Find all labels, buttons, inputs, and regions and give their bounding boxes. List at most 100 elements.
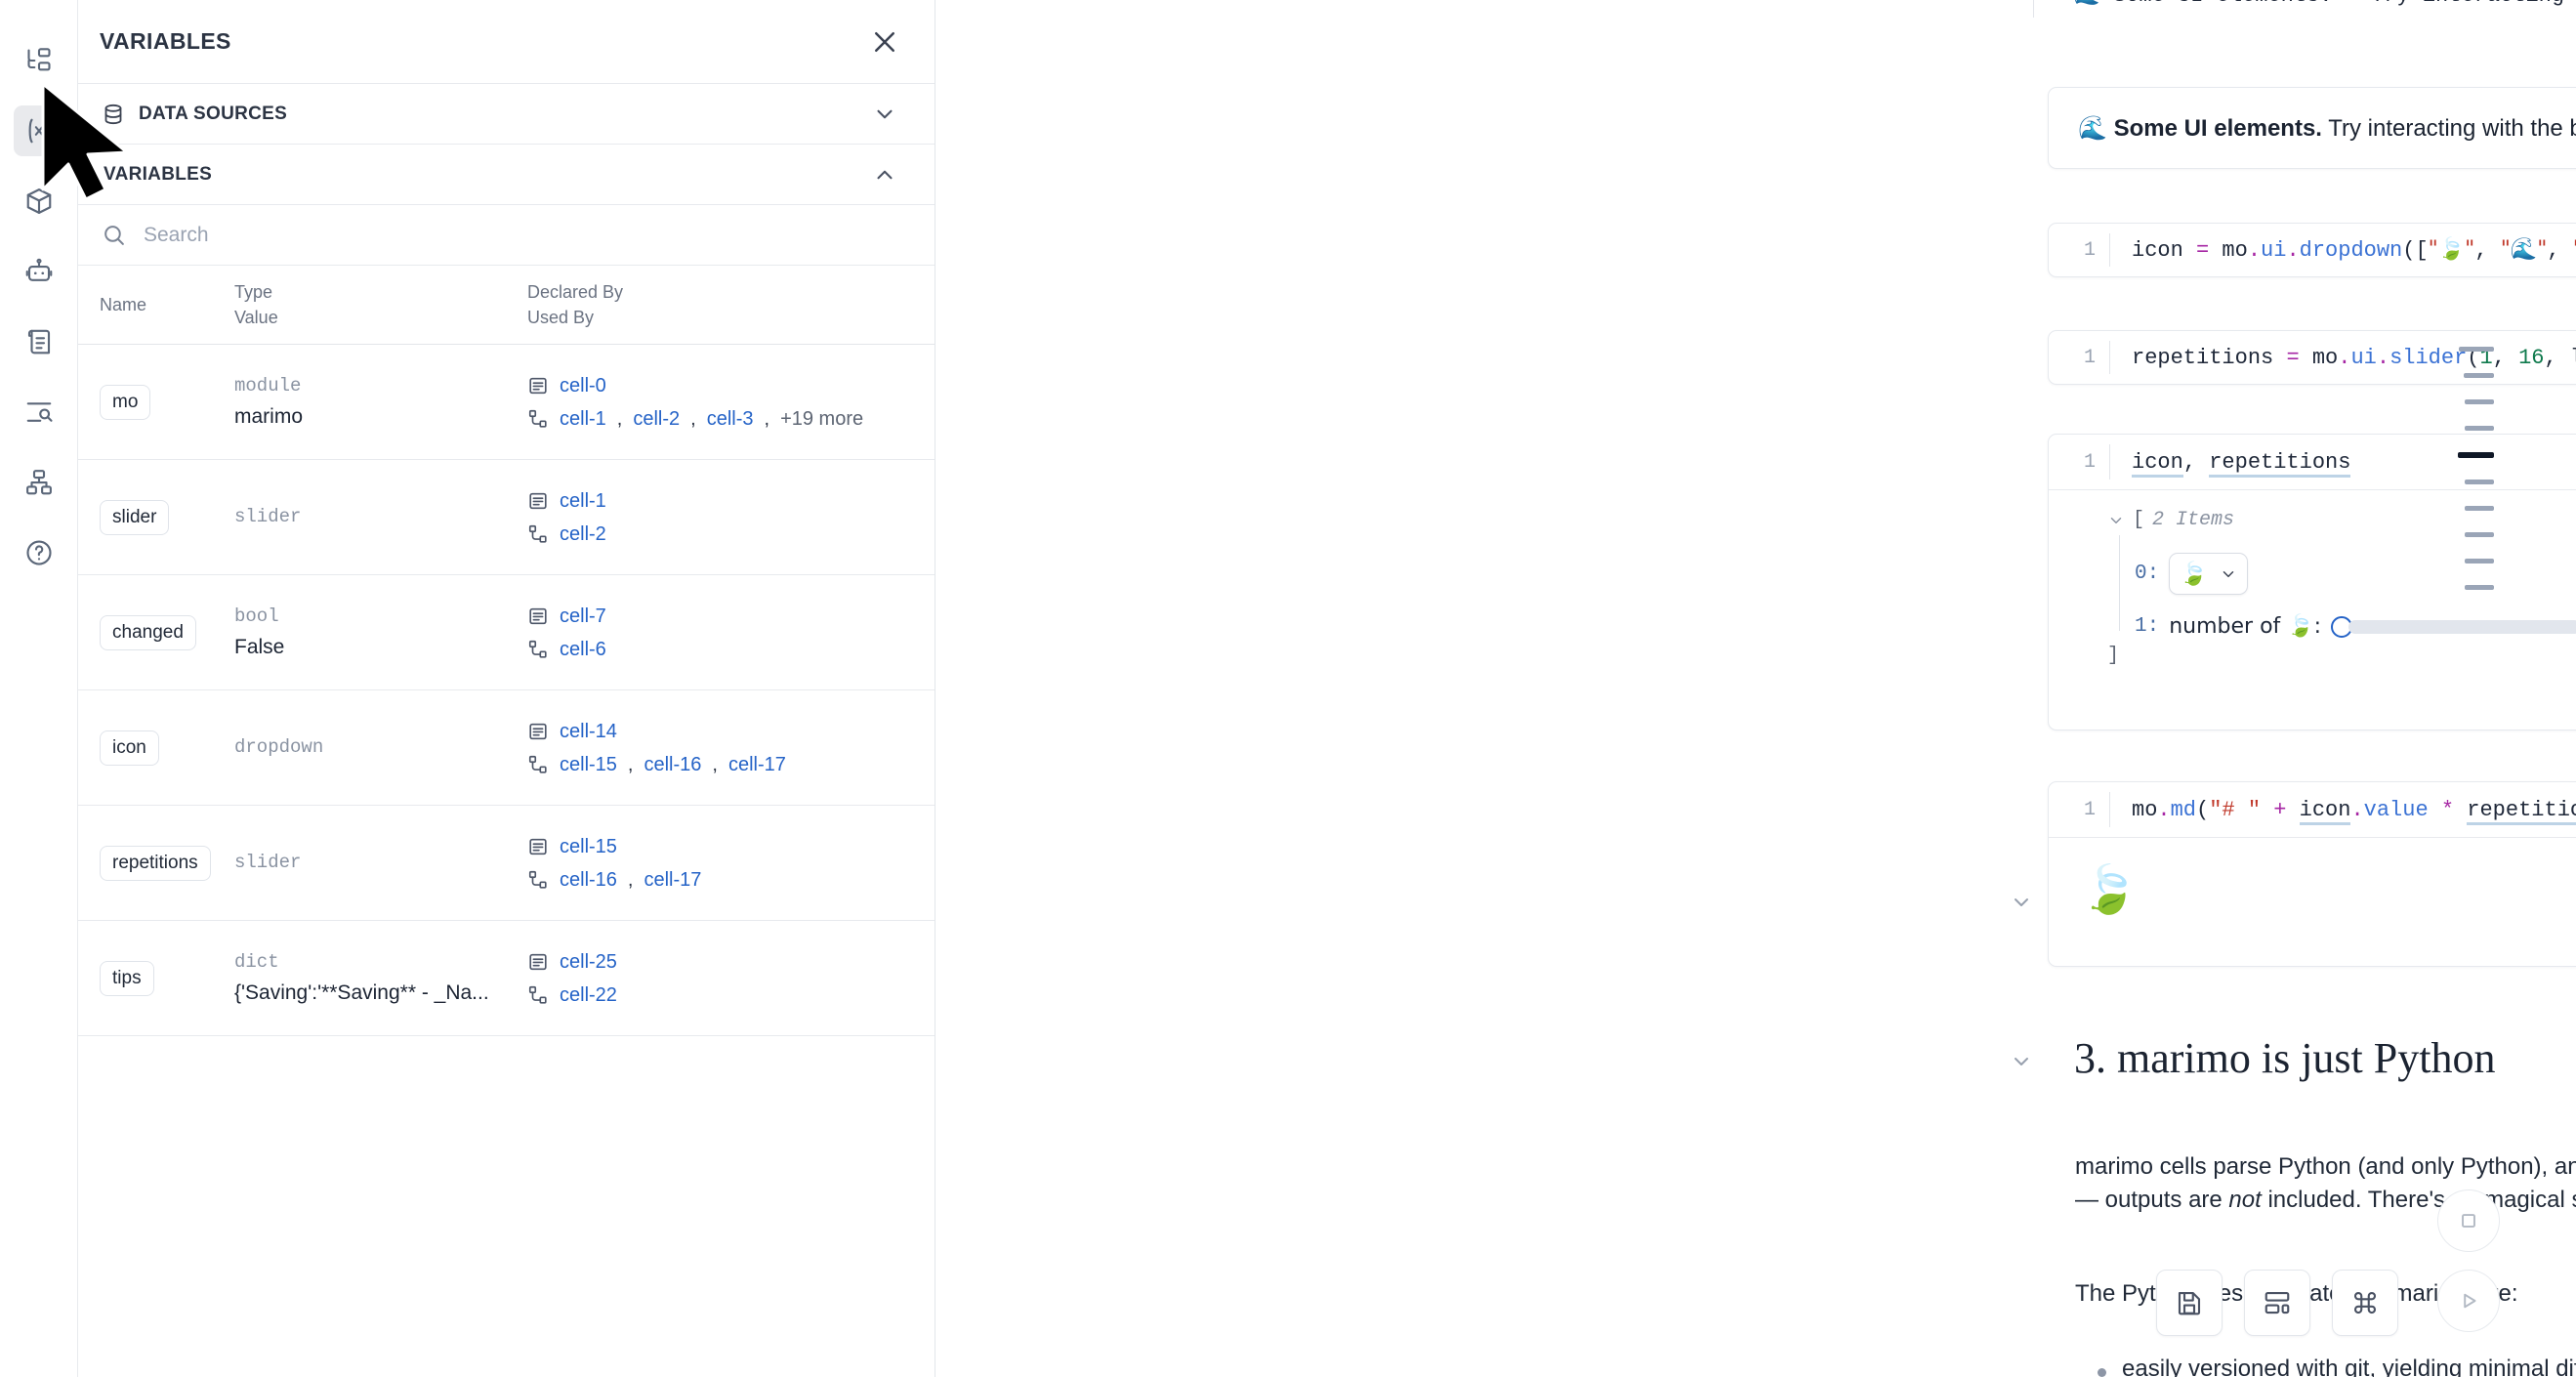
minimap-line[interactable]	[2464, 373, 2494, 378]
layout-icon	[2264, 1291, 2290, 1314]
cell-link[interactable]: cell-16	[644, 753, 702, 775]
command-palette-button[interactable]	[2332, 1270, 2398, 1336]
cell-link[interactable]: cell-14	[560, 720, 617, 742]
help-circle-icon[interactable]	[14, 527, 64, 578]
section-variables[interactable]: VARIABLES	[78, 145, 935, 205]
variable-type: dict	[234, 951, 279, 974]
slider-track[interactable]	[2348, 619, 2576, 634]
cell-link[interactable]: cell-17	[644, 868, 702, 891]
section-paragraph-1: marimo cells parse Python (and only Pyth…	[2075, 1150, 2576, 1217]
dependency-icon	[528, 870, 547, 889]
search-input[interactable]	[142, 222, 911, 248]
cell-link[interactable]: cell-17	[727, 753, 786, 775]
run-button[interactable]	[2437, 1270, 2500, 1332]
used-by-more[interactable]: +19 more	[780, 407, 864, 430]
paragraph-line-2-pre: — outputs are	[2075, 1187, 2229, 1214]
used-by-row: cell-15,cell-16,cell-17	[527, 748, 935, 781]
chevron-up-icon[interactable]	[872, 162, 897, 188]
code-token: "🌊"	[2500, 237, 2548, 262]
code-token: icon	[2299, 797, 2351, 825]
section-data-sources[interactable]: DATA SOURCES	[78, 84, 935, 145]
code-token	[2429, 798, 2441, 822]
minimap-line[interactable]	[2465, 532, 2494, 537]
table-row[interactable]: icon dropdown cell-14 cell-15,cell-16,cell-…	[78, 690, 935, 807]
tree-index-0: 0:	[2135, 563, 2160, 585]
variables-icon[interactable]	[13, 105, 64, 156]
minimap-line[interactable]	[2465, 426, 2494, 431]
code-text[interactable]: mo.md("# " + icon.value * repetitions.va…	[2132, 797, 2576, 825]
panel-title: VARIABLES	[100, 28, 231, 54]
col-type-header: Type	[234, 282, 273, 302]
collapse-section-chevron-icon[interactable]	[2010, 1050, 2033, 1073]
section-label: VARIABLES	[104, 163, 213, 185]
slider-control[interactable]	[2331, 615, 2576, 638]
variable-name-chip[interactable]: changed	[100, 614, 196, 650]
variable-name-chip[interactable]: tips	[100, 960, 154, 996]
layout-button[interactable]	[2244, 1270, 2310, 1336]
scratchpad-icon[interactable]	[14, 316, 64, 367]
collapse-cell-chevron-icon[interactable]	[2010, 891, 2033, 914]
code-text[interactable]: icon = mo.ui.dropdown(["🍃", "🌊", "✨"], v…	[2132, 237, 2576, 263]
minimap-line[interactable]	[2459, 347, 2494, 352]
variable-value: False	[234, 635, 285, 658]
stop-button[interactable]	[2437, 1189, 2500, 1252]
cell-link[interactable]: cell-3	[706, 407, 754, 430]
dependency-graph-icon[interactable]	[14, 457, 64, 508]
dependency-search-icon[interactable]	[14, 387, 64, 438]
code-cell-dropdown[interactable]: 1 icon = mo.ui.dropdown(["🍃", "🌊", "✨"],…	[2048, 223, 2576, 277]
close-icon[interactable]	[870, 27, 899, 57]
variable-name-chip[interactable]: mo	[100, 384, 151, 420]
variable-type: dropdown	[234, 735, 324, 758]
minimap-line[interactable]	[2465, 506, 2494, 511]
cell-link[interactable]: cell-1	[560, 407, 606, 430]
code-token: .	[2157, 797, 2171, 822]
cell-link[interactable]: cell-15	[560, 753, 617, 775]
robot-icon[interactable]	[14, 246, 64, 297]
tree-header[interactable]: [ 2 Items	[2107, 509, 2576, 531]
cell-link[interactable]: cell-1	[560, 489, 606, 512]
code-text[interactable]: icon, repetitions	[2132, 449, 2351, 478]
save-button[interactable]	[2156, 1270, 2223, 1336]
file-tree-icon[interactable]	[14, 35, 64, 86]
variable-value: {'Saving':'**Saving** - _Na...	[234, 981, 489, 1004]
minimap-line[interactable]	[2465, 559, 2494, 563]
variable-name-chip[interactable]: icon	[100, 730, 159, 766]
cell-link[interactable]: cell-6	[560, 638, 606, 660]
code-cell-display[interactable]: 1 icon, repetitions [ 2 Items 0:	[2048, 434, 2576, 730]
code-cell-slider[interactable]: 1 repetitions = mo.ui.slider(1, 16, labe…	[2048, 330, 2576, 385]
minimap[interactable]	[2458, 347, 2494, 590]
cell-link[interactable]: cell-25	[560, 950, 617, 973]
slider-label: number of 🍃:	[2169, 614, 2322, 639]
code-token: slider	[2389, 345, 2468, 370]
cell-link[interactable]: cell-16	[560, 868, 617, 891]
code-token: mo	[2132, 797, 2158, 822]
minimap-line-active[interactable]	[2458, 452, 2494, 458]
minimap-line[interactable]	[2465, 480, 2494, 484]
dropdown-select[interactable]: 🍃	[2169, 553, 2248, 595]
line-number: 1	[2001, 0, 2013, 5]
code-text[interactable]: repetitions = mo.ui.slider(1, 16, label=…	[2132, 346, 2576, 370]
table-row[interactable]: tips dict {'Saving':'**Saving** - _Na... ce…	[78, 921, 935, 1037]
open-bracket: [	[2133, 509, 2145, 531]
cell-link[interactable]: cell-15	[560, 835, 617, 857]
cell-link[interactable]: cell-7	[560, 605, 606, 627]
cell-link[interactable]: cell-0	[560, 374, 606, 396]
code-token: repetitions	[2132, 345, 2287, 370]
command-icon	[2353, 1291, 2377, 1314]
cell-link[interactable]: cell-22	[560, 983, 617, 1006]
variable-name-chip[interactable]: slider	[100, 499, 170, 535]
code-cell-md[interactable]: 1 mo.md("# " + icon.value * repetitions.…	[2048, 781, 2576, 967]
declared-by-row: cell-1	[527, 484, 935, 518]
cell-link[interactable]: cell-2	[560, 522, 606, 545]
minimap-line[interactable]	[2465, 399, 2494, 404]
chevron-down-icon[interactable]	[872, 102, 897, 127]
variable-name-chip[interactable]: repetitions	[100, 845, 211, 881]
minimap-line[interactable]	[2465, 585, 2494, 590]
package-cube-icon[interactable]	[14, 176, 64, 227]
cell-link[interactable]: cell-2	[633, 407, 681, 430]
tree-item-1: 1: number of 🍃:	[2135, 614, 2576, 639]
